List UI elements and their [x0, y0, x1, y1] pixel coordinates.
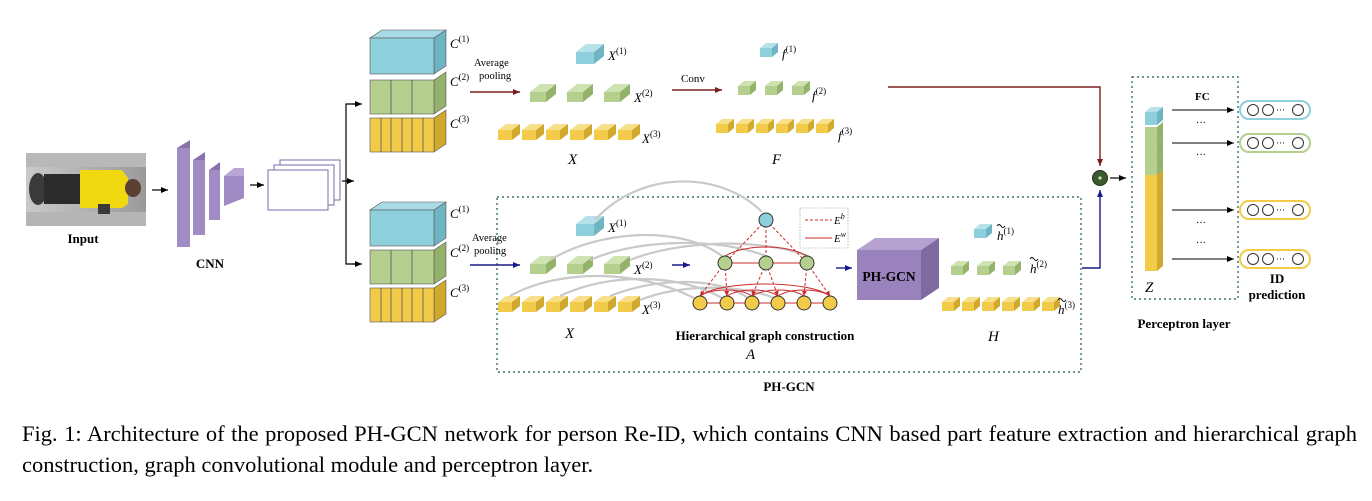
id-prediction-line2: prediction [1249, 287, 1307, 302]
lower-x3-label: X(3) [641, 300, 660, 317]
lower-x1-label: X(1) [607, 218, 626, 235]
h-set-label: H [987, 329, 1000, 345]
z-stack [1145, 107, 1163, 271]
merge-node-icon [1092, 170, 1108, 186]
feature-to-node-links [509, 180, 809, 302]
output-capsule-1 [1239, 100, 1311, 120]
lower-c2-label: C(2) [450, 243, 469, 260]
upper-x-features [498, 44, 640, 140]
upper-part-stack [369, 29, 447, 153]
h-features [942, 224, 1060, 311]
output-capsule-4 [1239, 249, 1311, 269]
feature-map-stack [267, 159, 341, 211]
edge-between-label: Eb [833, 212, 845, 227]
output-capsule-2 [1239, 133, 1311, 153]
phgcn-module-box [496, 196, 1082, 373]
fc-label: FC [1195, 91, 1210, 103]
f3-label: f(3) [838, 126, 852, 143]
fc-dots-3: ··· [1196, 218, 1206, 229]
f-set-label: F [771, 152, 782, 168]
architecture-diagram: Input CNN [26, 29, 1311, 394]
f2-label: f(2) [812, 86, 826, 103]
upper-c2-label: C(2) [450, 72, 469, 89]
lower-part-stack [369, 201, 447, 323]
fc-arrows [1172, 107, 1234, 262]
phgcn-block-label: PH-GCN [862, 269, 915, 284]
capsule-dots-3: ··· [1276, 205, 1285, 215]
upper-c1-label: C(1) [450, 34, 469, 51]
f-features [716, 43, 834, 133]
input-image [26, 153, 146, 226]
conv-label: Conv [681, 73, 705, 85]
lower-x-set-label: X [564, 326, 575, 342]
phgcn-cube [857, 238, 939, 300]
edge-legend [799, 207, 849, 249]
edge-within-label: Ew [833, 230, 847, 245]
a-set-label: A [745, 347, 756, 363]
upper-x2-label: X(2) [633, 88, 652, 105]
capsule-dots-1: ··· [1276, 105, 1285, 115]
hierarchical-graph [692, 212, 838, 311]
lower-c3-label: C(3) [450, 283, 469, 300]
z-set-label: Z [1145, 280, 1154, 296]
fc-dots-2: ··· [1196, 150, 1206, 161]
lower-c1-label: C(1) [450, 204, 469, 221]
h2-label: h(2) [1030, 259, 1047, 276]
h3-label: h(3) [1058, 300, 1075, 317]
fc-dots-1: ··· [1196, 118, 1206, 129]
cnn-label: CNN [196, 256, 225, 271]
upper-avg-pooling-line2: pooling [479, 71, 512, 82]
split-bracket [345, 103, 360, 265]
capsule-dots-4: ··· [1276, 254, 1285, 264]
output-capsule-3 [1239, 200, 1311, 220]
arrow-h-to-merge [1082, 190, 1103, 269]
h-tildes [996, 224, 1067, 302]
arrow-f-to-merge [888, 86, 1103, 166]
phgcn-module-label: PH-GCN [763, 379, 815, 394]
hierarchical-graph-label: Hierarchical graph construction [676, 328, 856, 343]
id-prediction-line1: ID [1270, 271, 1284, 286]
lower-x-features [498, 216, 640, 312]
upper-avg-pooling-line1: Average [474, 58, 509, 69]
upper-x-set-label: X [567, 152, 578, 168]
capsule-dots-2: ··· [1276, 138, 1285, 148]
h1-label: h(1) [997, 226, 1014, 243]
lower-x2-label: X(2) [633, 260, 652, 277]
cnn-block [177, 140, 244, 247]
input-label: Input [67, 231, 99, 246]
upper-x1-label: X(1) [607, 46, 626, 63]
lower-avg-pooling-line2: pooling [474, 246, 507, 257]
upper-x3-label: X(3) [641, 129, 660, 146]
upper-c3-label: C(3) [450, 114, 469, 131]
lower-avg-pooling-line1: Average [472, 233, 507, 244]
fc-dots-4: ··· [1196, 238, 1206, 249]
perceptron-layer-label: Perceptron layer [1137, 316, 1230, 331]
perceptron-layer-box [1131, 76, 1239, 300]
figure-caption: Fig. 1: Architecture of the proposed PH-… [22, 421, 1357, 477]
f1-label: f(1) [782, 44, 796, 61]
